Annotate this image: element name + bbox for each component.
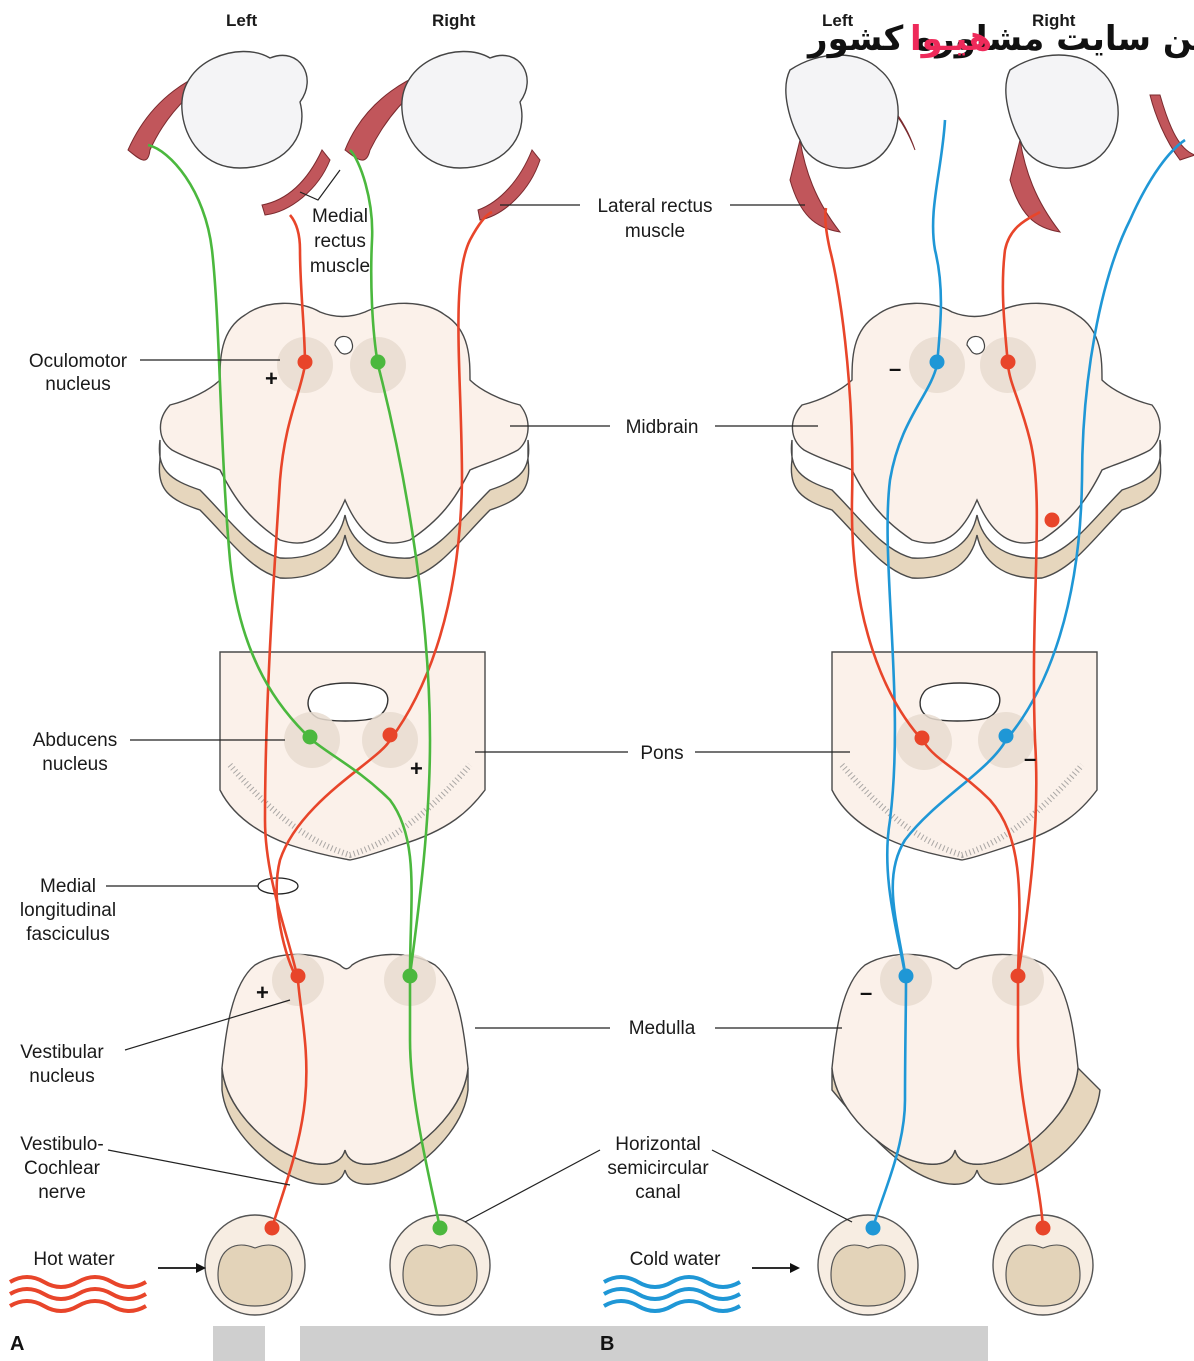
label-oculomotor-2: nucleus bbox=[45, 374, 111, 395]
header-a-right: Right bbox=[432, 11, 476, 30]
panel-label-b: B bbox=[600, 1333, 614, 1355]
label-cold-water: Cold water bbox=[630, 1249, 721, 1270]
sign-plus-vestibular-a: + bbox=[256, 980, 269, 1005]
label-medial-rectus-3: muscle bbox=[310, 256, 370, 277]
dot-vest-l-a bbox=[265, 1221, 280, 1236]
dot-abd-r-b bbox=[999, 729, 1014, 744]
label-medulla: Medulla bbox=[629, 1018, 696, 1039]
label-lateral-rectus-2: muscle bbox=[625, 221, 685, 242]
label-abducens-2: nucleus bbox=[42, 754, 108, 775]
label-abducens-1: Abducens bbox=[33, 730, 118, 751]
canal-a-left bbox=[205, 1215, 305, 1315]
dot-vestnuc-l-b bbox=[899, 969, 914, 984]
dot-abd-l-b bbox=[915, 731, 930, 746]
dot-ocm-r-a bbox=[371, 355, 386, 370]
sign-minus-vestibular-b: – bbox=[860, 980, 872, 1005]
sign-minus-abducens-b: – bbox=[1024, 746, 1036, 771]
label-hot-water: Hot water bbox=[33, 1249, 115, 1270]
dot-midbrain-b bbox=[1045, 513, 1060, 528]
label-horizontal-canal-2: semicircular bbox=[607, 1158, 709, 1179]
eye-b-left bbox=[786, 55, 915, 232]
dot-vestnuc-r-b bbox=[1011, 969, 1026, 984]
dot-ocm-l-a bbox=[298, 355, 313, 370]
panel-b bbox=[786, 55, 1194, 1315]
dot-ocm-r-b bbox=[1001, 355, 1016, 370]
dot-vestnuc-r-a bbox=[403, 969, 418, 984]
eye-a-right bbox=[345, 51, 540, 220]
footer-bar-left bbox=[213, 1326, 265, 1361]
leader-horizontal-canal-a bbox=[465, 1150, 600, 1222]
label-horizontal-canal-3: canal bbox=[635, 1182, 680, 1203]
dot-vestnuc-l-a bbox=[291, 969, 306, 984]
label-pons: Pons bbox=[640, 743, 683, 764]
cold-water-waves bbox=[604, 1277, 740, 1311]
dot-canal-r-b bbox=[1036, 1221, 1051, 1236]
dot-abd-r-a bbox=[383, 728, 398, 743]
label-horizontal-canal-1: Horizontal bbox=[615, 1134, 701, 1155]
label-midbrain: Midbrain bbox=[626, 417, 699, 438]
arrow-cold bbox=[752, 1263, 800, 1273]
label-vestibular-2: nucleus bbox=[29, 1066, 95, 1087]
label-vestibulocochlear-2: Cochlear bbox=[24, 1158, 101, 1179]
header-a-left: Left bbox=[226, 11, 258, 30]
hot-water-waves bbox=[10, 1277, 146, 1311]
label-mlf-2: longitudinal bbox=[20, 900, 116, 921]
label-mlf-3: fasciculus bbox=[26, 924, 109, 945]
dot-canal-l-b bbox=[866, 1221, 881, 1236]
footer-bar-right bbox=[300, 1326, 988, 1361]
dot-abd-l-a bbox=[303, 730, 318, 745]
pons-a bbox=[220, 652, 485, 860]
label-mlf-1: Medial bbox=[40, 876, 96, 897]
label-vestibulocochlear-3: nerve bbox=[38, 1182, 86, 1203]
sign-minus-oculomotor-b: – bbox=[889, 356, 901, 381]
panel-label-a: A bbox=[10, 1333, 24, 1355]
dot-canal-r-a bbox=[433, 1221, 448, 1236]
pons-b bbox=[832, 652, 1097, 860]
label-lateral-rectus-1: Lateral rectus bbox=[597, 196, 712, 217]
label-vestibular-1: Vestibular bbox=[20, 1042, 104, 1063]
arrow-hot bbox=[158, 1263, 206, 1273]
leader-horizontal-canal-b bbox=[712, 1150, 852, 1222]
watermark-brand: هیـوا bbox=[910, 19, 992, 59]
watermark-text: تخصصی ترین سایت مشاوره کشور bbox=[806, 19, 1194, 59]
label-oculomotor-1: Oculomotor bbox=[29, 351, 128, 372]
eye-a-left bbox=[128, 51, 330, 215]
label-medial-rectus-1: Medial bbox=[312, 206, 368, 227]
eye-b-right bbox=[1006, 55, 1194, 232]
dot-ocm-l-b bbox=[930, 355, 945, 370]
midbrain-a bbox=[159, 303, 528, 578]
sign-plus-abducens-a: + bbox=[410, 756, 423, 781]
label-vestibulocochlear-1: Vestibulo- bbox=[20, 1134, 103, 1155]
sign-plus-oculomotor-a: + bbox=[265, 366, 278, 391]
label-medial-rectus-2: rectus bbox=[314, 231, 366, 252]
